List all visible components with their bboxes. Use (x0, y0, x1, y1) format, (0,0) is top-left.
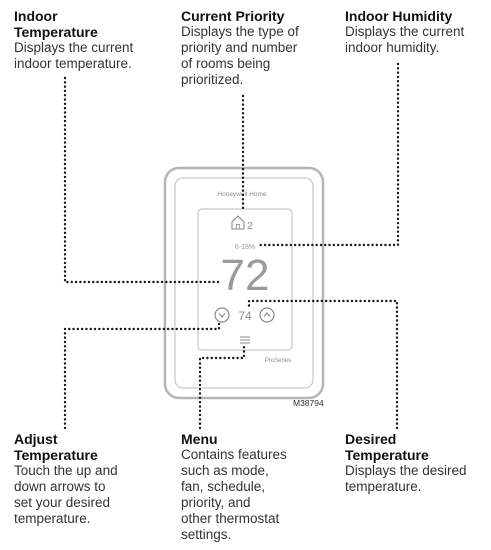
leader-line-adjust-temperature (63, 321, 221, 430)
figure-id: M38794 (293, 398, 324, 408)
callout-title: Menu (181, 431, 218, 447)
callout-title: Current Priority (181, 8, 285, 24)
callout-description: Displays the type of priority and number… (181, 24, 299, 87)
callout-title: Desired Temperature (345, 431, 429, 463)
menu-icon[interactable] (240, 336, 250, 344)
callout-title: Adjust Temperature (14, 431, 98, 463)
callout-description: Displays the current indoor temperature. (14, 40, 134, 71)
callout-title: Indoor Temperature (14, 8, 98, 40)
callout-current-priority: Current Priority Displays the type of pr… (181, 8, 331, 88)
callout-adjust-temperature: Adjust Temperature Touch the up and down… (14, 431, 164, 527)
callout-description: Contains features such as mode, fan, sch… (181, 447, 287, 542)
indoor-temperature-readout: 72 (221, 251, 270, 300)
callout-description: Displays the desired temperature. (345, 463, 467, 494)
chevron-down-icon (218, 313, 226, 318)
callout-indoor-temperature: Indoor Temperature Displays the current … (14, 8, 164, 72)
priority-count: 2 (247, 220, 253, 232)
temperature-up-button[interactable] (259, 307, 275, 323)
leader-line-menu (198, 342, 246, 430)
callout-description: Displays the current indoor humidity. (345, 24, 465, 55)
priority-home-icon (231, 215, 245, 230)
series-label: ProSeries (265, 358, 291, 364)
callout-description: Touch the up and down arrows to set your… (14, 463, 118, 526)
callout-desired-temperature: Desired Temperature Displays the desired… (345, 431, 485, 495)
temperature-down-button[interactable] (214, 307, 230, 323)
leader-line-desired-temperature (247, 299, 399, 430)
callout-indoor-humidity: Indoor Humidity Displays the current ind… (345, 8, 485, 56)
chevron-up-icon (263, 312, 271, 317)
setpoint-readout: 74 (238, 309, 252, 323)
leader-line-indoor-humidity (255, 62, 400, 247)
callout-title: Indoor Humidity (345, 8, 453, 24)
leader-line-indoor-temperature (63, 76, 224, 284)
humidity-readout: 6-18% (235, 244, 255, 251)
callout-menu: Menu Contains features such as mode, fan… (181, 431, 311, 543)
